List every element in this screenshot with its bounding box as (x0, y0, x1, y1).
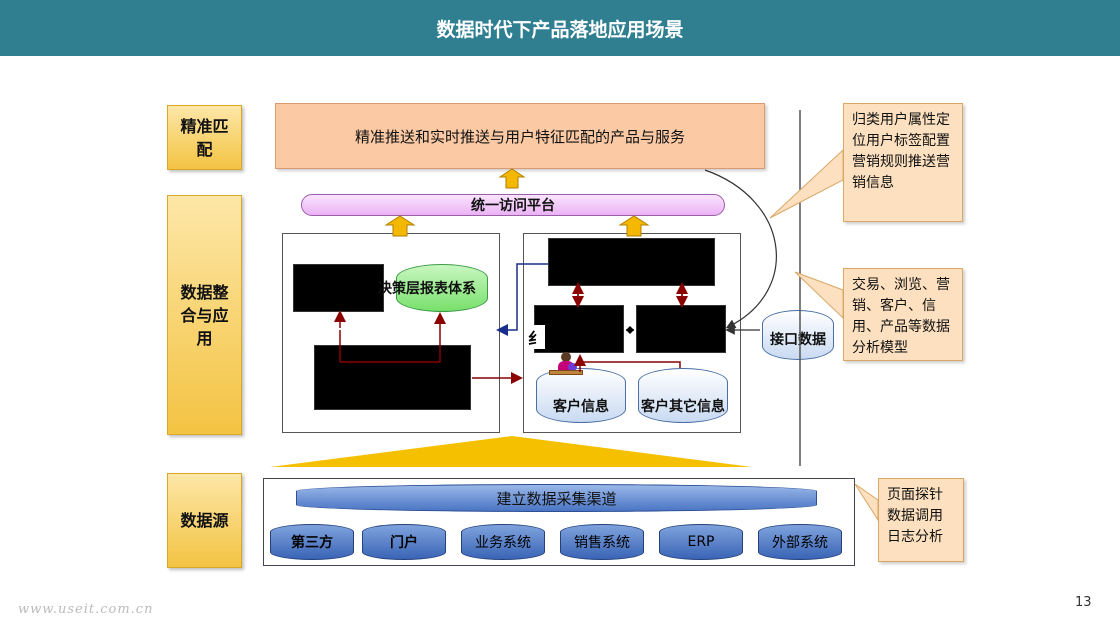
label-data-source-text: 数据源 (180, 511, 229, 530)
source-erp: ERP (659, 524, 743, 560)
source-business-system: 业务系统 (461, 524, 545, 560)
customer-info-text: 客户信息 (553, 398, 609, 415)
source-external-system: 外部系统 (758, 524, 842, 560)
callout-pointer-1 (769, 148, 844, 219)
callout-page-probe-text: 页面探针数据调用日志分析 (887, 487, 943, 545)
source-business-system-text: 业务系统 (475, 535, 531, 551)
precise-push-bar: 精准推送和实时推送与用户特征匹配的产品与服务 (275, 103, 765, 169)
collection-channel-bar: 建立数据采集渠道 (296, 484, 817, 512)
callout-pointer-3 (854, 483, 879, 522)
interface-data-cylinder: 接口数据 (762, 310, 834, 360)
left-panel-dark-box-1 (293, 264, 384, 312)
left-arrow-up-2 (340, 312, 446, 363)
interface-data-text: 接口数据 (770, 332, 826, 348)
unified-access-platform: 统一访问平台 (301, 194, 725, 216)
watermark: www.useit.com.cn (18, 602, 153, 617)
right-panel-partial-glyph: 纟 (528, 329, 545, 348)
aggregation-triangle (270, 436, 752, 467)
customer-other-cylinder: 客户其它信息 (638, 368, 728, 423)
customer-other-text: 客户其它信息 (641, 398, 725, 415)
decision-report-text: 决策层报表体系 (378, 281, 476, 297)
label-data-integration: 数据整合与应用 (167, 195, 242, 435)
source-sales-system: 销售系统 (560, 524, 644, 560)
source-portal: 门户 (362, 524, 446, 560)
feedback-curve (704, 169, 777, 329)
up-arrow-icon (384, 215, 416, 237)
label-precise-match-text: 精准匹配 (180, 116, 229, 159)
unified-access-platform-text: 统一访问平台 (471, 198, 555, 214)
source-third-party-text: 第三方 (291, 535, 333, 551)
customer-info-cylinder: 客户信息 (536, 368, 626, 423)
decision-report-cylinder: 决策层报表体系 (378, 264, 488, 312)
right-panel-partial-label: 纟 (527, 325, 546, 349)
page-number-text: 13 (1075, 595, 1092, 610)
up-arrow-icon (618, 215, 650, 237)
slide-title: 数据时代下产品落地应用场景 (0, 0, 1120, 56)
label-precise-match: 精准匹配 (167, 105, 242, 170)
label-data-source: 数据源 (167, 473, 242, 568)
callout-user-attributes: 归类用户属性定位用户标签配置营销规则推送营销信息 (843, 103, 963, 222)
diamond-connector (626, 326, 634, 334)
source-erp-text: ERP (687, 534, 715, 550)
precise-push-text: 精准推送和实时推送与用户特征匹配的产品与服务 (354, 127, 685, 146)
collection-channel-text: 建立数据采集渠道 (496, 489, 617, 508)
blue-connector-arrow (496, 263, 548, 336)
up-arrow-icon (498, 168, 526, 189)
callout-user-attributes-text: 归类用户属性定位用户标签配置营销规则推送营销信息 (852, 112, 950, 191)
callout-pointer-2 (794, 271, 844, 320)
callout-analysis-models: 交易、浏览、营销、客户、信用、产品等数据分析模型 (843, 268, 963, 361)
label-data-integration-text: 数据整合与应用 (180, 282, 229, 348)
callout-analysis-models-text: 交易、浏览、营销、客户、信用、产品等数据分析模型 (852, 277, 950, 356)
page-number: 13 (1075, 595, 1092, 610)
desk-icon (549, 370, 583, 375)
source-external-system-text: 外部系统 (772, 535, 828, 551)
source-sales-system-text: 销售系统 (574, 535, 630, 551)
callout-page-probe: 页面探针数据调用日志分析 (878, 478, 964, 562)
slide-title-text: 数据时代下产品落地应用场景 (436, 18, 684, 41)
source-third-party: 第三方 (270, 524, 354, 560)
right-panel-dark-box-top (548, 238, 715, 286)
customer-link (580, 361, 681, 368)
watermark-text: www.useit.com.cn (18, 602, 154, 617)
source-portal-text: 门户 (390, 535, 418, 551)
